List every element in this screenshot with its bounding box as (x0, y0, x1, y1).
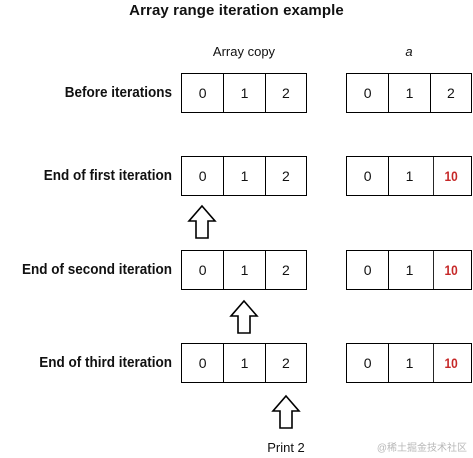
array-copy-cell: 0 (198, 355, 207, 371)
array-a-row-before: 0 1 2 (346, 73, 472, 113)
array-a-cell: 0 (363, 355, 372, 371)
array-copy-cell: 2 (264, 157, 306, 195)
array-a-cell: 0 (363, 168, 372, 184)
array-copy-row-first: 0 1 2 (181, 156, 307, 196)
up-arrow-icon (187, 204, 217, 239)
array-copy-cell: 1 (223, 251, 264, 289)
array-copy-cell: 1 (223, 344, 264, 382)
array-a-cell: 1 (388, 157, 429, 195)
column-header-a: a (405, 44, 413, 59)
array-copy-cell: 2 (264, 344, 306, 382)
array-copy-row-before: 0 1 2 (181, 73, 307, 113)
array-copy-cell: 2 (264, 251, 306, 289)
watermark: @稀土掘金技术社区 (376, 443, 467, 454)
array-a-cell: 0 (363, 262, 372, 278)
column-header-array-copy: Array copy (212, 44, 276, 59)
up-arrow-icon (271, 394, 301, 429)
print-caption: Print 2 (267, 440, 305, 455)
array-a-cell: 1 (388, 344, 429, 382)
array-copy-cell: 0 (198, 168, 207, 184)
array-copy-cell: 1 (223, 157, 264, 195)
array-a-cell-updated: 10 (432, 251, 468, 289)
row-label-first: End of first iteration (43, 167, 172, 184)
array-copy-cell: 1 (223, 74, 264, 112)
array-a-cell: 0 (363, 85, 372, 101)
array-a-row-second: 0 1 10 (346, 250, 472, 290)
array-a-cell: 1 (388, 74, 429, 112)
array-copy-cell: 2 (264, 74, 306, 112)
up-arrow-icon (229, 299, 259, 334)
row-label-before: Before iterations (64, 84, 172, 101)
array-copy-cell: 0 (198, 85, 207, 101)
array-copy-row-third: 0 1 2 (181, 343, 307, 383)
array-a-cell: 1 (388, 251, 429, 289)
array-a-cell-updated: 10 (432, 344, 468, 382)
diagram-title: Array range iteration example (129, 2, 344, 19)
row-label-third: End of third iteration (39, 354, 172, 371)
array-a-cell: 2 (429, 74, 471, 112)
array-copy-cell: 0 (198, 262, 207, 278)
array-a-row-third: 0 1 10 (346, 343, 472, 383)
row-label-second: End of second iteration (21, 261, 172, 278)
array-copy-row-second: 0 1 2 (181, 250, 307, 290)
array-a-row-first: 0 1 10 (346, 156, 472, 196)
array-a-cell-updated: 10 (432, 157, 468, 195)
